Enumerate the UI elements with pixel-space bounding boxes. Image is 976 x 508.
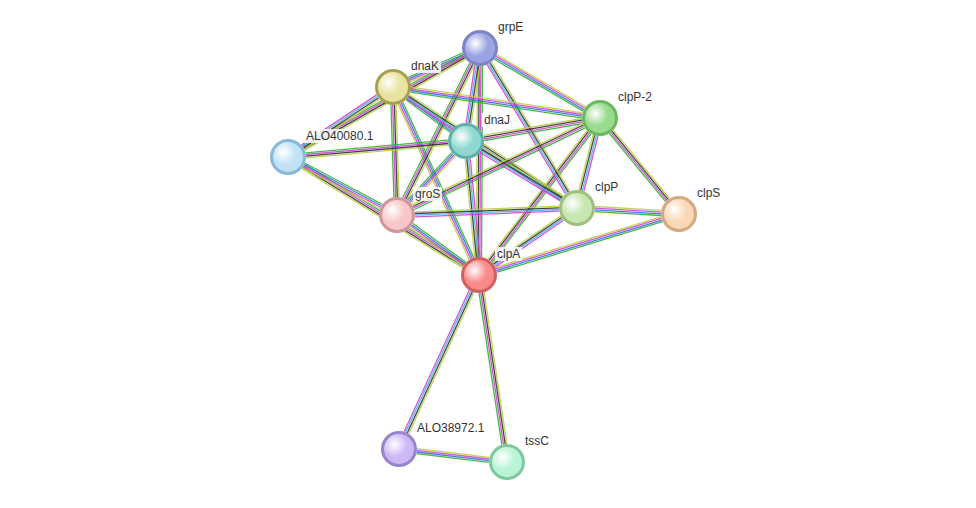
evidence-line	[411, 226, 464, 265]
evidence-line	[417, 454, 489, 463]
node-label: clpA	[495, 247, 522, 261]
evidence-line	[302, 169, 462, 268]
evidence-line	[409, 292, 474, 433]
protein-node	[582, 100, 618, 136]
evidence-line	[302, 95, 377, 145]
node-label: clpP	[593, 180, 620, 194]
evidence-line	[391, 105, 394, 197]
evidence-line	[304, 58, 465, 149]
interaction-edge	[408, 53, 464, 82]
evidence-line	[417, 452, 489, 461]
protein-node	[448, 123, 484, 159]
interaction-edge	[404, 290, 474, 433]
interaction-edge	[412, 124, 585, 210]
evidence-line	[496, 218, 662, 269]
interaction-edge	[410, 224, 466, 267]
interaction-edge	[391, 105, 399, 197]
evidence-line	[481, 66, 483, 257]
evidence-line	[303, 167, 463, 266]
protein-node	[270, 139, 306, 175]
evidence-line	[497, 220, 663, 271]
node-label: ALO38972.1	[415, 421, 486, 435]
evidence-line	[306, 145, 448, 158]
evidence-line	[413, 224, 466, 263]
protein-node	[379, 197, 415, 233]
evidence-line	[306, 144, 448, 157]
node-label: dnaJ	[482, 113, 512, 127]
protein-node	[375, 69, 411, 105]
node-label: clpS	[695, 186, 722, 200]
evidence-line	[302, 55, 463, 146]
evidence-line	[303, 56, 464, 147]
interaction-edge	[494, 55, 585, 111]
evidence-line	[412, 225, 465, 264]
node-label: grpE	[496, 20, 525, 34]
evidence-line	[303, 96, 378, 146]
interaction-edge	[595, 207, 661, 216]
evidence-line	[412, 124, 583, 205]
node-label: clpP-2	[616, 90, 654, 104]
evidence-line	[304, 165, 381, 206]
evidence-line	[411, 89, 582, 115]
node-label: ALO40080.1	[304, 129, 375, 143]
evidence-line	[305, 59, 466, 150]
evidence-line	[410, 228, 463, 267]
evidence-line	[595, 212, 661, 216]
evidence-line	[304, 166, 381, 207]
evidence-line	[304, 99, 379, 149]
interaction-edge	[303, 163, 383, 209]
evidence-line	[415, 211, 559, 217]
evidence-line	[407, 99, 561, 200]
evidence-line	[303, 168, 380, 209]
evidence-line	[414, 127, 584, 209]
evidence-line	[406, 100, 450, 133]
node-label: dnaK	[409, 59, 441, 73]
evidence-line	[410, 56, 464, 80]
interaction-edge	[415, 206, 559, 217]
evidence-line	[612, 131, 668, 199]
evidence-line	[407, 292, 472, 433]
protein-node	[462, 30, 498, 66]
protein-node	[461, 257, 497, 293]
evidence-line	[413, 125, 584, 207]
evidence-line	[406, 291, 471, 432]
evidence-line	[410, 155, 454, 203]
evidence-line	[303, 98, 378, 148]
protein-node	[489, 444, 525, 480]
evidence-line	[411, 156, 456, 204]
interaction-edge	[407, 152, 455, 203]
evidence-line	[306, 142, 448, 155]
protein-node	[661, 196, 697, 232]
node-label: groS	[413, 187, 442, 201]
interaction-edge	[417, 449, 490, 463]
protein-node	[559, 190, 595, 226]
node-label: tssC	[523, 434, 551, 448]
evidence-line	[411, 87, 582, 113]
interaction-edge	[302, 95, 380, 149]
evidence-line	[404, 290, 469, 431]
protein-node	[381, 431, 417, 467]
evidence-line	[480, 153, 560, 201]
evidence-line	[484, 292, 507, 443]
evidence-line	[305, 163, 382, 204]
evidence-line	[613, 130, 669, 198]
interaction-edge	[302, 55, 465, 151]
